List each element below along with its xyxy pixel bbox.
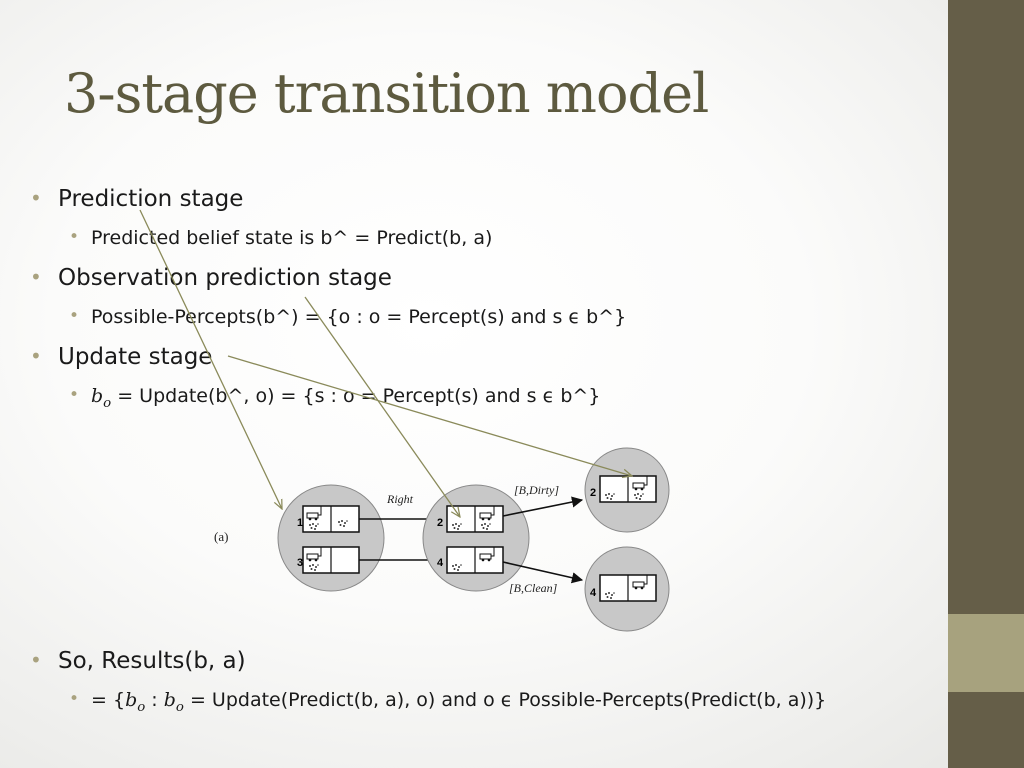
sidebar-dark-band (948, 0, 1024, 614)
world-state-1 (302, 505, 360, 533)
percept-label-clean: [B,Clean] (509, 581, 558, 595)
percept-arrow-dirty (502, 496, 584, 517)
state-label-clean-4: 4 (590, 587, 597, 599)
world-state-4 (446, 546, 504, 574)
bullet-observation-stage: Observation prediction stage (30, 265, 392, 291)
action-label: Right (386, 492, 414, 506)
belief-transition-diagram: (a) 1 3 Right 2 4 (214, 447, 670, 632)
sidebar-accent-band (948, 614, 1024, 692)
world-state-clean-4 (599, 574, 657, 602)
state-label-1: 1 (297, 517, 303, 529)
var-b-o: bo (91, 385, 112, 411)
percept-arrow-clean (502, 561, 584, 584)
belief-circle-dirty: 2 (584, 447, 670, 533)
bullet-prediction-stage: Prediction stage (30, 186, 243, 212)
world-state-3 (302, 546, 360, 574)
percept-label-dirty: [B,Dirty] (514, 483, 559, 497)
bullet-possible-percepts: Possible-Percepts(b^) = {o : o = Percept… (69, 306, 626, 328)
bullet-results: So, Results(b, a) (30, 648, 246, 674)
sidebar-dark-band-bottom (948, 692, 1024, 768)
panel-label: (a) (214, 529, 228, 544)
state-label-dirty-2: 2 (590, 487, 596, 499)
world-state-2 (446, 505, 504, 533)
belief-circle-initial: 1 3 (277, 484, 385, 592)
belief-circle-clean: 4 (584, 546, 670, 632)
state-label-4: 4 (437, 557, 444, 569)
state-label-3: 3 (297, 557, 303, 569)
bullet-update-stage: Update stage (30, 344, 213, 370)
state-label-2: 2 (437, 517, 443, 529)
var-b-o-first: bo (125, 689, 146, 715)
slide-title: 3-stage transition model (64, 62, 709, 125)
bullet-predicted-belief: Predicted belief state is b^ = Predict(b… (69, 227, 492, 249)
belief-circle-predicted: 2 4 (422, 484, 530, 592)
var-b-o-second: bo (163, 689, 184, 715)
bullet-update-formula: bo = Update(b^, o) = {s : o = Percept(s)… (69, 385, 600, 411)
world-state-dirty-2 (599, 475, 657, 503)
bullet-results-formula: = {bo : bo = Update(Predict(b, a), o) an… (69, 689, 826, 715)
